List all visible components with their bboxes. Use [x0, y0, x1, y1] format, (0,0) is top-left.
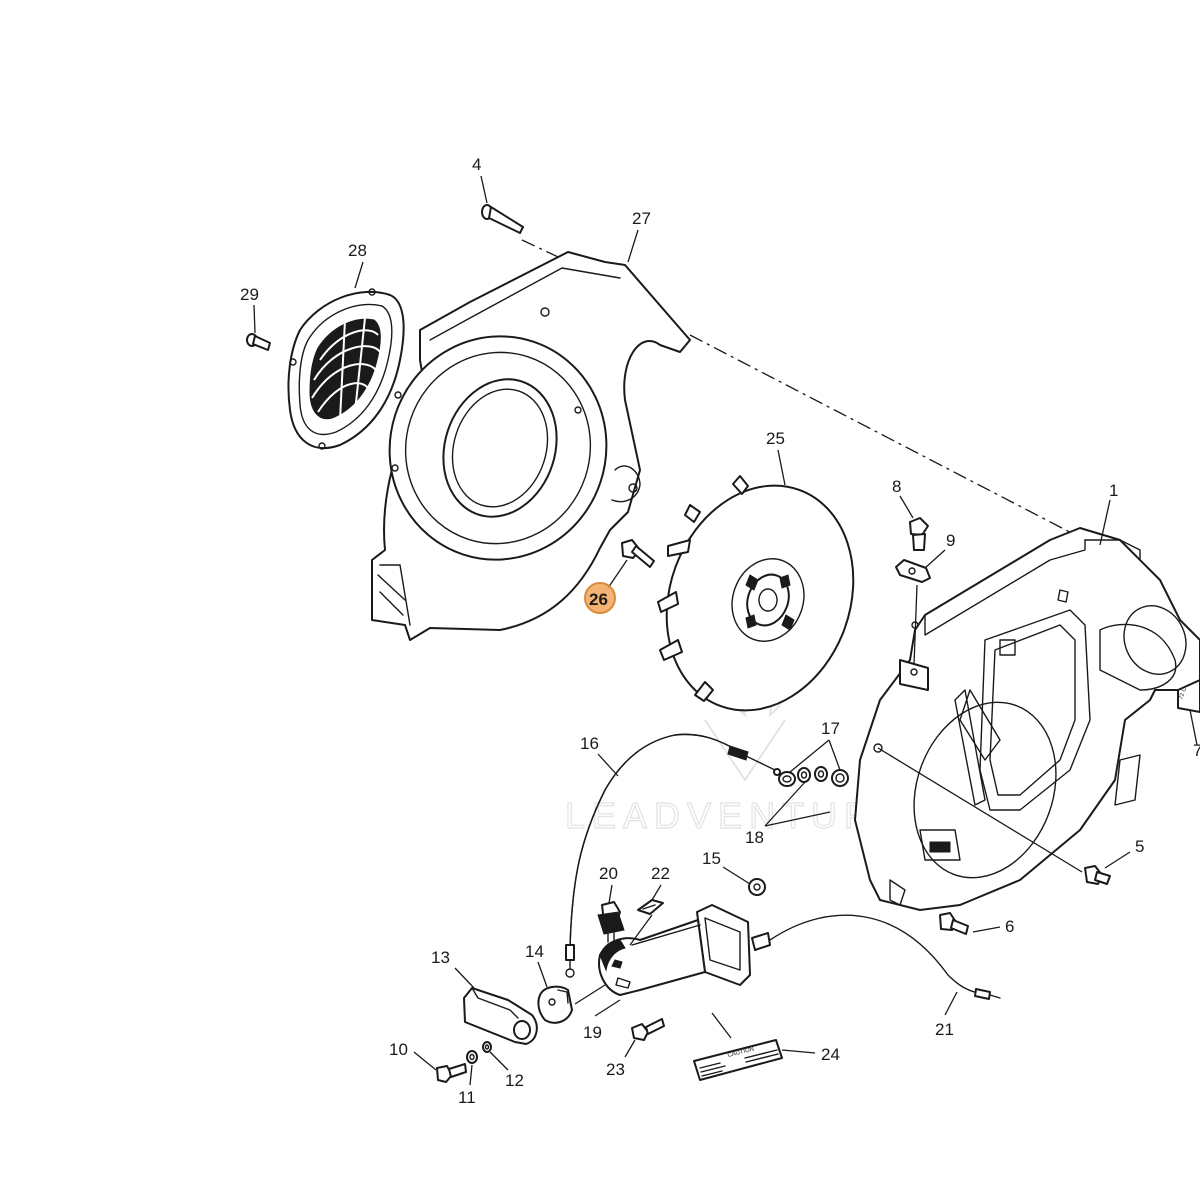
- callout-14[interactable]: 14: [525, 942, 544, 961]
- callout-20[interactable]: 20: [599, 864, 618, 883]
- part-20-switch[interactable]: [597, 901, 625, 943]
- callout-11[interactable]: 11: [458, 1088, 476, 1107]
- part-11-washer[interactable]: [466, 1050, 478, 1064]
- part-7-decal[interactable]: 72 C: [1177, 679, 1200, 713]
- watermark: LEADVENTURE: [564, 633, 908, 837]
- part-12-washer[interactable]: [482, 1041, 492, 1053]
- callout-labels: 4 27 28 29 25 1 8 9 26 17 16 18 7 5 15 2…: [240, 155, 1200, 1107]
- highlight-marker-26[interactable]: [584, 582, 616, 614]
- part-26-bolt[interactable]: [621, 539, 655, 568]
- part-23-screw[interactable]: [631, 1018, 665, 1041]
- part-19-handle-bracket[interactable]: [598, 904, 751, 996]
- decal-text: 72 C: [1178, 686, 1188, 701]
- part-13-handle-grip[interactable]: [463, 987, 538, 1045]
- callout-8[interactable]: 8: [892, 477, 901, 496]
- callout-5[interactable]: 5: [1135, 837, 1144, 856]
- watermark-text: LEADVENTURE: [565, 795, 908, 836]
- part-4-screw[interactable]: [481, 204, 524, 234]
- part-29-screw[interactable]: [246, 333, 271, 351]
- part-6-screw[interactable]: [939, 912, 969, 935]
- leader-lines: [253, 175, 1198, 1086]
- part-1-blower-housing[interactable]: [854, 527, 1200, 911]
- part-5-screw[interactable]: [1084, 865, 1111, 885]
- callout-12[interactable]: 12: [505, 1071, 524, 1090]
- part-25-impeller[interactable]: [636, 459, 884, 737]
- callout-13[interactable]: 13: [431, 948, 450, 967]
- callout-16[interactable]: 16: [580, 734, 599, 753]
- callout-27[interactable]: 27: [632, 209, 651, 228]
- callout-18[interactable]: 18: [745, 828, 764, 847]
- callout-22[interactable]: 22: [651, 864, 670, 883]
- callout-10[interactable]: 10: [389, 1040, 408, 1059]
- callout-17[interactable]: 17: [821, 719, 840, 738]
- callout-26[interactable]: 26: [589, 590, 608, 609]
- callout-28[interactable]: 28: [348, 241, 367, 260]
- part-17-bushing[interactable]: [778, 769, 849, 787]
- part-22-contact-plate[interactable]: [637, 899, 664, 915]
- callout-6[interactable]: 6: [1005, 917, 1014, 936]
- callout-7[interactable]: 7: [1193, 741, 1200, 760]
- callout-19[interactable]: 19: [583, 1023, 602, 1042]
- callout-15[interactable]: 15: [702, 849, 721, 868]
- callout-25[interactable]: 25: [766, 429, 785, 448]
- part-16-throttle-cable[interactable]: [565, 733, 781, 978]
- callout-21[interactable]: 21: [935, 1020, 954, 1039]
- part-24-caution-label[interactable]: CAUTION: [693, 1039, 783, 1081]
- callout-29[interactable]: 29: [240, 285, 259, 304]
- part-28-grille-cover[interactable]: [287, 288, 405, 450]
- part-14-cover[interactable]: [537, 985, 573, 1024]
- callout-4[interactable]: 4: [472, 155, 481, 174]
- part-21-wire[interactable]: [751, 914, 1001, 1000]
- part-15-nut[interactable]: [748, 878, 766, 896]
- part-9-plate[interactable]: [895, 559, 931, 583]
- callout-23[interactable]: 23: [606, 1060, 625, 1079]
- part-10-screw[interactable]: [436, 1063, 467, 1083]
- part-27-fan-housing-cover[interactable]: [361, 251, 691, 641]
- part-18-washers[interactable]: [797, 766, 828, 783]
- callout-24[interactable]: 24: [821, 1045, 840, 1064]
- part-8-screw[interactable]: [909, 517, 929, 551]
- callout-9[interactable]: 9: [946, 531, 955, 550]
- callout-1[interactable]: 1: [1109, 481, 1118, 500]
